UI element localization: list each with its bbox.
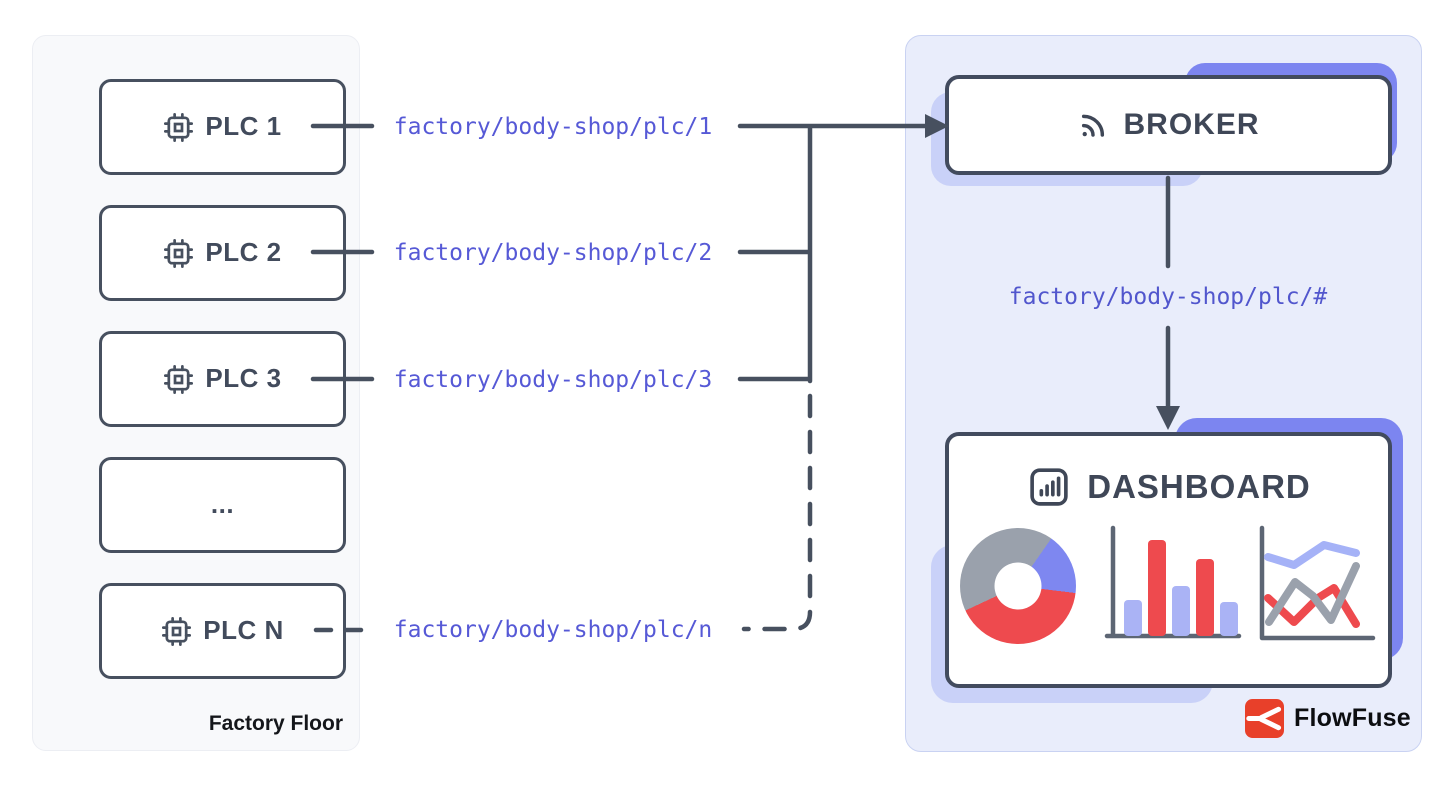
plc-ellipsis-node: ... — [99, 457, 346, 553]
bar-chart-icon — [1030, 468, 1068, 506]
topic-plc-n: factory/body-shop/plc/n — [393, 617, 713, 643]
flowfuse-logo-icon — [1245, 699, 1284, 738]
flowfuse-brand: FlowFuse — [1245, 699, 1411, 738]
chip-icon — [164, 238, 194, 268]
topic-plc-3: factory/body-shop/plc/3 — [393, 367, 713, 393]
factory-floor-panel: PLC 1 PLC 2 PLC 3 ... PLC N Factory Floo… — [32, 35, 360, 751]
chip-icon — [164, 364, 194, 394]
plc-node-label: PLC 3 — [205, 362, 282, 393]
plc-2-node: PLC 2 — [99, 205, 346, 301]
plc-node-label: PLC 2 — [205, 236, 282, 267]
line-chart — [1259, 525, 1376, 641]
topic-plc-1: factory/body-shop/plc/1 — [393, 114, 713, 140]
factory-floor-caption: Factory Floor — [208, 712, 343, 735]
broker-label: BROKER — [1123, 108, 1260, 141]
bar-chart — [1104, 525, 1242, 639]
subscription-topic-label: factory/body-shop/plc/# — [1008, 284, 1328, 310]
chip-icon — [162, 616, 192, 646]
donut-chart — [960, 528, 1076, 644]
dashboard-label: DASHBOARD — [1087, 468, 1311, 505]
plc-node-label: PLC N — [203, 614, 284, 645]
plc-node-label: PLC 1 — [205, 110, 282, 141]
rss-icon — [1082, 114, 1105, 137]
plc-node-label: ... — [210, 488, 235, 519]
chip-icon — [164, 112, 194, 142]
broker-node: BROKER — [945, 75, 1392, 175]
plc-1-node: PLC 1 — [99, 79, 346, 175]
plc-n-node: PLC N — [99, 583, 346, 679]
plc-3-node: PLC 3 — [99, 331, 346, 427]
flowfuse-brand-name: FlowFuse — [1294, 704, 1411, 732]
topic-plc-2: factory/body-shop/plc/2 — [393, 240, 713, 266]
